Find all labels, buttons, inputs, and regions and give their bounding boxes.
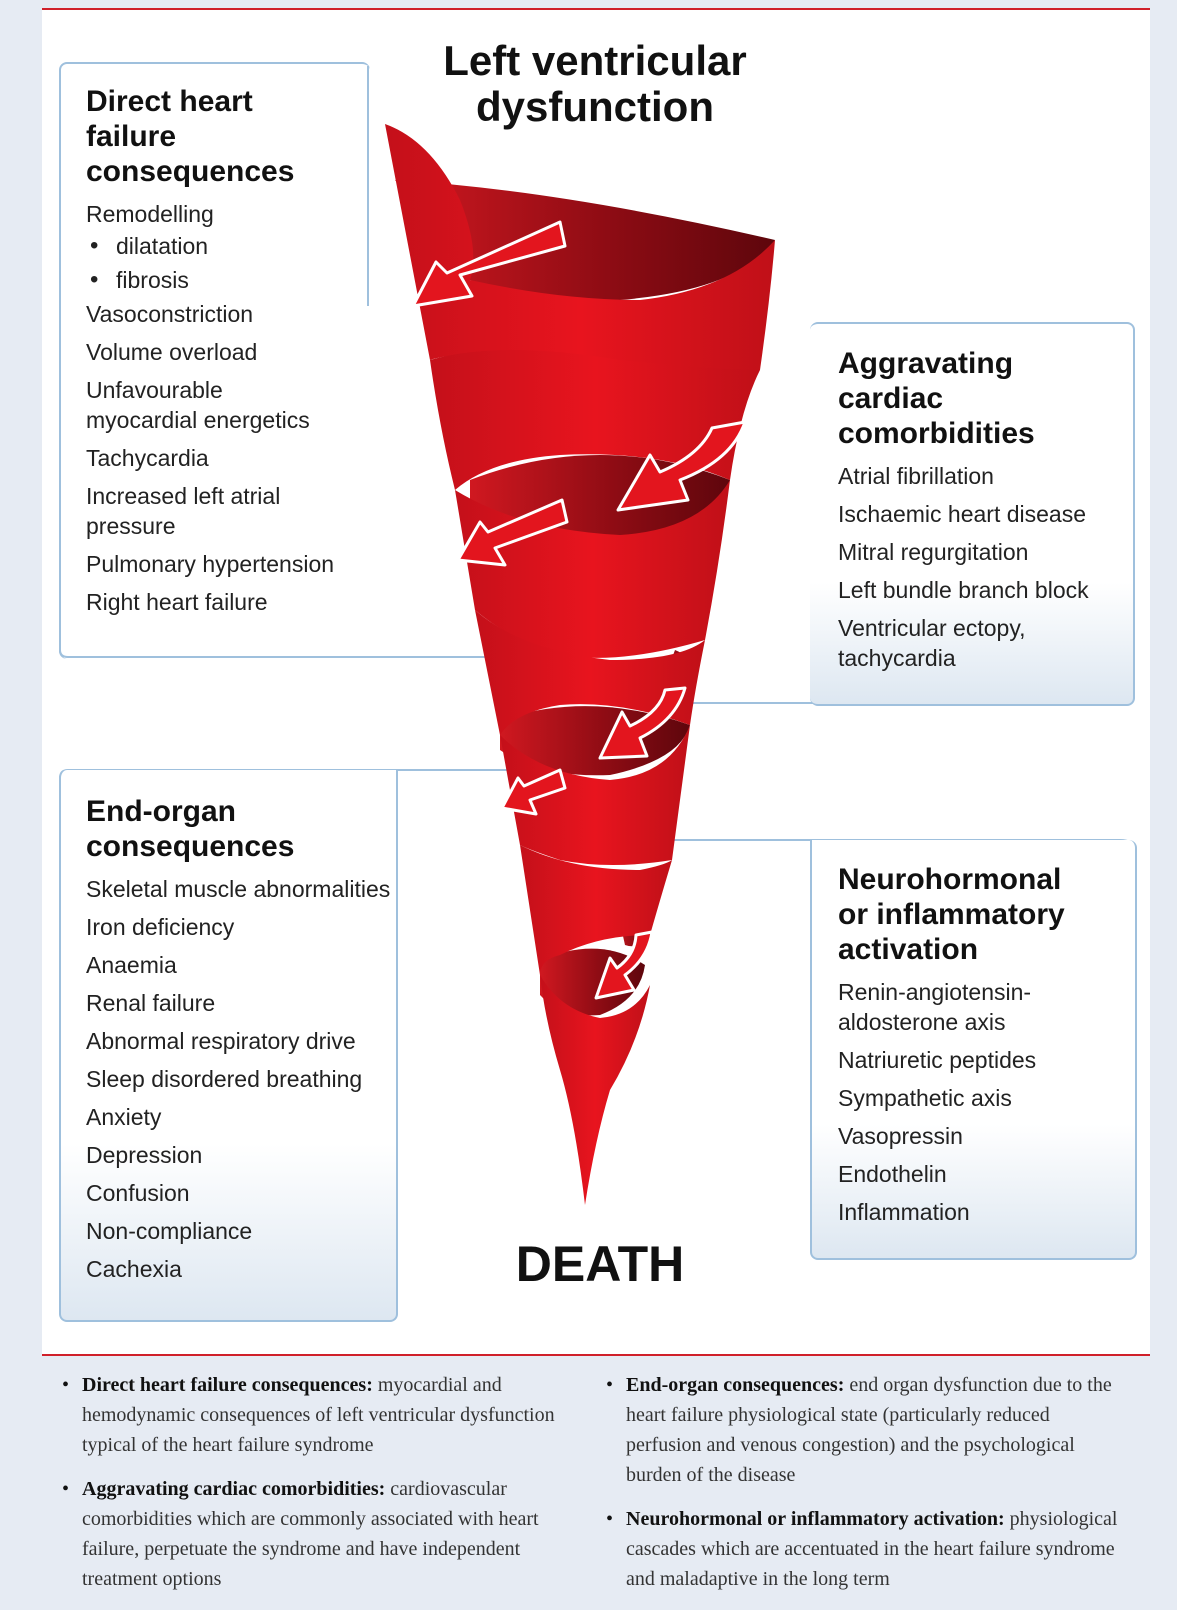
note-term: Aggravating cardiac comorbidities: <box>82 1478 385 1500</box>
direct-consequences-content: Direct heart failure consequences Remode… <box>86 84 386 625</box>
aggravating-comorbidities-list: Atrial fibrillation Ischaemic heart dise… <box>838 461 1128 673</box>
list-item: Renin-angiotensin-aldosterone axis <box>838 977 1048 1037</box>
end-organ-consequences-list: Skeletal muscle abnormalities Iron defic… <box>86 874 406 1284</box>
list-item: Mitral regurgitation <box>838 537 1128 567</box>
note-term: Neurohormonal or inflammatory activation… <box>626 1508 1005 1530</box>
list-item: Inflammation <box>838 1197 1128 1227</box>
aggravating-comorbidities-content: Aggravating cardiac comorbidities Atrial… <box>838 346 1128 681</box>
list-item: Volume overload <box>86 337 386 367</box>
end-organ-consequences-title: End-organ consequences <box>86 794 326 864</box>
list-item: Endothelin <box>838 1159 1128 1189</box>
list-item: Increased left atrial pressure <box>86 481 296 541</box>
neurohormonal-activation-list: Renin-angiotensin-aldosterone axis Natri… <box>838 977 1128 1227</box>
neurohormonal-activation-title: Neurohormonal or inflammatory activation <box>838 862 1098 967</box>
list-item: Pulmonary hypertension <box>86 549 386 579</box>
list-item: Renal failure <box>86 988 406 1018</box>
list-item: Skeletal muscle abnormalities <box>86 874 406 904</box>
notes-right: End-organ consequences: end organ dysfun… <box>606 1370 1126 1608</box>
list-item: Atrial fibrillation <box>838 461 1128 491</box>
list-item: Ventricular ectopy, tachycardia <box>838 613 1058 673</box>
note-term: Direct heart failure consequences: <box>82 1374 373 1396</box>
list-item: Cachexia <box>86 1254 406 1284</box>
list-item: Abnormal respiratory drive <box>86 1026 406 1056</box>
remodelling-sub-list: dilatation fibrosis <box>86 231 386 295</box>
list-item: Tachycardia <box>86 443 386 473</box>
list-item: Vasoconstriction <box>86 299 386 329</box>
list-item: Ischaemic heart disease <box>838 499 1128 529</box>
direct-consequences-title: Direct heart failure consequences <box>86 84 326 189</box>
note-item: Aggravating cardiac comorbidities: cardi… <box>62 1474 582 1594</box>
list-item: dilatation <box>86 231 386 261</box>
list-item: Confusion <box>86 1178 406 1208</box>
list-item: Iron deficiency <box>86 912 406 942</box>
list-item: fibrosis <box>86 265 386 295</box>
aggravating-comorbidities-title: Aggravating cardiac comorbidities <box>838 346 1068 451</box>
diagram-title: Left ventricular dysfunction <box>400 38 790 130</box>
notes-left: Direct heart failure consequences: myoca… <box>62 1370 582 1608</box>
direct-consequences-list-rest: Vasoconstriction Volume overload Unfavou… <box>86 299 386 617</box>
direct-consequences-list: Remodelling <box>86 199 386 229</box>
list-item: Right heart failure <box>86 587 386 617</box>
list-item: Remodelling <box>86 199 386 229</box>
note-item: Neurohormonal or inflammatory activation… <box>606 1504 1126 1594</box>
list-item: Depression <box>86 1140 406 1170</box>
neurohormonal-activation-content: Neurohormonal or inflammatory activation… <box>838 862 1128 1235</box>
end-organ-consequences-content: End-organ consequences Skeletal muscle a… <box>86 794 406 1292</box>
list-item: Left bundle branch block <box>838 575 1128 605</box>
note-term: End-organ consequences: <box>626 1374 844 1396</box>
list-item: Natriuretic peptides <box>838 1045 1128 1075</box>
list-item: Non-compliance <box>86 1216 406 1246</box>
list-item: Anaemia <box>86 950 406 980</box>
note-item: End-organ consequences: end organ dysfun… <box>606 1370 1126 1490</box>
note-item: Direct heart failure consequences: myoca… <box>62 1370 582 1460</box>
list-item: Anxiety <box>86 1102 406 1132</box>
list-item: Sympathetic axis <box>838 1083 1128 1113</box>
list-item: Sleep disordered breathing <box>86 1064 406 1094</box>
death-label: DEATH <box>480 1236 720 1292</box>
list-item: Vasopressin <box>838 1121 1128 1151</box>
list-item: Unfavourable myocardial energetics <box>86 375 326 435</box>
